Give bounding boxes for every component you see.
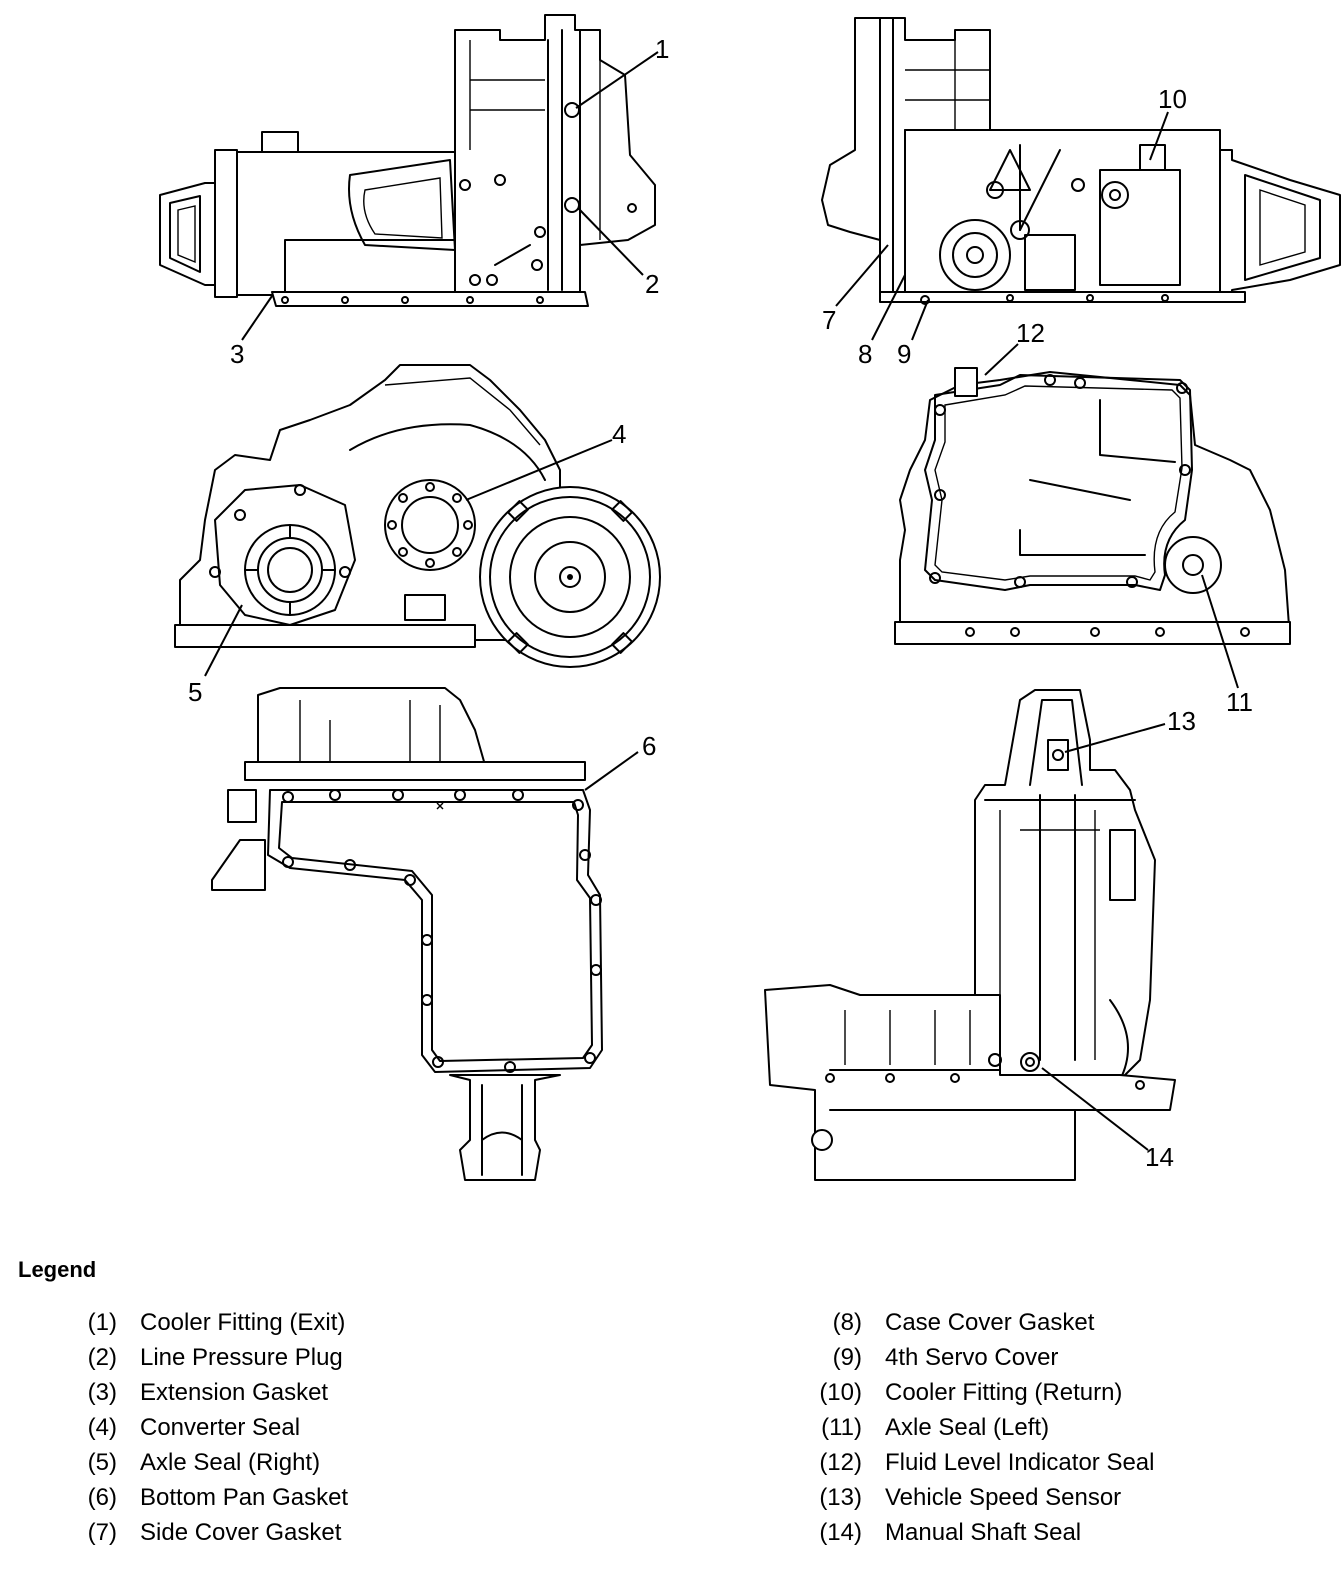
legend-item: (4) Converter Seal [60, 1410, 348, 1445]
callout-3: 3 [230, 339, 244, 369]
legend-label: 4th Servo Cover [885, 1344, 1059, 1371]
leader-7 [835, 244, 889, 307]
legend-number: (6) [87, 1484, 117, 1511]
legend-column-right: (8)Case Cover Gasket (9)4th Servo Cover … [800, 1305, 1154, 1550]
transmission-seal-locations-figure: 1 2 3 4 5 6 7 8 9 10 11 12 13 14 [159, 14, 1341, 1181]
leader-10 [1149, 111, 1169, 161]
legend-number: (1) [87, 1309, 117, 1336]
bottom-pan-view [211, 687, 603, 1181]
legend-label: Line Pressure Plug [140, 1344, 343, 1371]
leader-8 [871, 274, 906, 341]
leader-4 [465, 439, 613, 501]
leader-6 [584, 751, 639, 791]
leader-1 [575, 51, 659, 109]
front-end-view [764, 689, 1176, 1181]
legend-label: Case Cover Gasket [885, 1309, 1095, 1336]
leader-12 [984, 343, 1019, 376]
legend-item: (11) Axle Seal (Left) [800, 1410, 1154, 1445]
legend-number: (7) [87, 1519, 117, 1546]
legend-number: (5) [87, 1449, 117, 1476]
legend-label: Converter Seal [140, 1414, 301, 1441]
legend-label: Extension Gasket [140, 1379, 329, 1406]
callout-13: 13 [1167, 706, 1196, 736]
legend-label: Vehicle Speed Sensor [885, 1484, 1122, 1511]
legend-item: (2) Line Pressure Plug [60, 1340, 348, 1375]
leader-3 [241, 295, 273, 341]
legend-label: Side Cover Gasket [140, 1519, 342, 1546]
right-side-view [821, 17, 1341, 305]
leader-13 [1064, 723, 1166, 753]
callout-4: 4 [612, 419, 626, 449]
callout-8: 8 [858, 339, 872, 369]
legend-number: (3) [87, 1379, 117, 1406]
leader-11 [1201, 574, 1239, 689]
legend-label: Axle Seal (Left) [885, 1414, 1050, 1441]
legend-number: (8) [832, 1309, 862, 1336]
legend-item: (9) 4th Servo Cover [800, 1340, 1154, 1375]
leader-2 [577, 207, 644, 276]
callout-11: 11 [1226, 687, 1253, 717]
left-side-view [159, 14, 656, 307]
callout-9: 9 [897, 339, 911, 369]
legend-number: (2) [87, 1344, 117, 1371]
legend-column-left: (1) Cooler Fitting (Exit) (2) Line Pressur… [60, 1305, 348, 1550]
legend-number: (14) [819, 1519, 862, 1546]
legend-label: Cooler Fitting (Return) [885, 1379, 1123, 1406]
legend-item: (13) Vehicle Speed Sensor [800, 1480, 1154, 1515]
legend-label: Cooler Fitting (Exit) [140, 1309, 346, 1336]
callout-5: 5 [188, 677, 202, 707]
callout-6: 6 [642, 731, 656, 761]
legend-number: (9) [832, 1344, 862, 1371]
callout-12: 12 [1016, 318, 1045, 348]
callout-7: 7 [822, 305, 836, 335]
legend-item: (6) Bottom Pan Gasket [60, 1480, 348, 1515]
legend-title: Legend [18, 1257, 97, 1282]
legend-item: (5) Axle Seal (Right) [60, 1445, 348, 1480]
legend-label: Manual Shaft Seal [885, 1519, 1082, 1546]
callout-10: 10 [1158, 84, 1187, 114]
legend-number: (10) [819, 1379, 862, 1406]
legend-item: (1) Cooler Fitting (Exit) [60, 1305, 348, 1340]
legend-item: (12) Fluid Level Indicator Seal [800, 1445, 1154, 1480]
callout-2: 2 [645, 269, 659, 299]
legend-label: Axle Seal (Right) [140, 1449, 321, 1476]
callout-numbers: 1 2 3 4 5 6 7 8 9 10 11 12 13 14 [188, 34, 1253, 1172]
legend-number: (4) [87, 1414, 117, 1441]
legend-item: (7) Side Cover Gasket [60, 1515, 348, 1550]
leader-9 [911, 299, 929, 341]
legend-item: (10) Cooler Fitting (Return) [800, 1375, 1154, 1410]
callout-14: 14 [1145, 1142, 1174, 1172]
legend-number: (12) [819, 1449, 862, 1476]
leader-5 [204, 604, 243, 677]
callout-1: 1 [655, 34, 669, 64]
legend-number: (11) [821, 1414, 862, 1441]
legend-label: Fluid Level Indicator Seal [885, 1449, 1155, 1476]
legend-label: Bottom Pan Gasket [140, 1484, 349, 1511]
leader-14 [1041, 1067, 1149, 1151]
legend-item: (3) Extension Gasket [60, 1375, 348, 1410]
converter-end-view [174, 364, 661, 668]
legend-number: (13) [819, 1484, 862, 1511]
leader-lines [204, 51, 1239, 1151]
legend-item: (8) Case Cover Gasket [800, 1305, 1154, 1340]
side-cover-view [894, 367, 1291, 645]
legend-item: (14) Manual Shaft Seal [800, 1515, 1154, 1550]
